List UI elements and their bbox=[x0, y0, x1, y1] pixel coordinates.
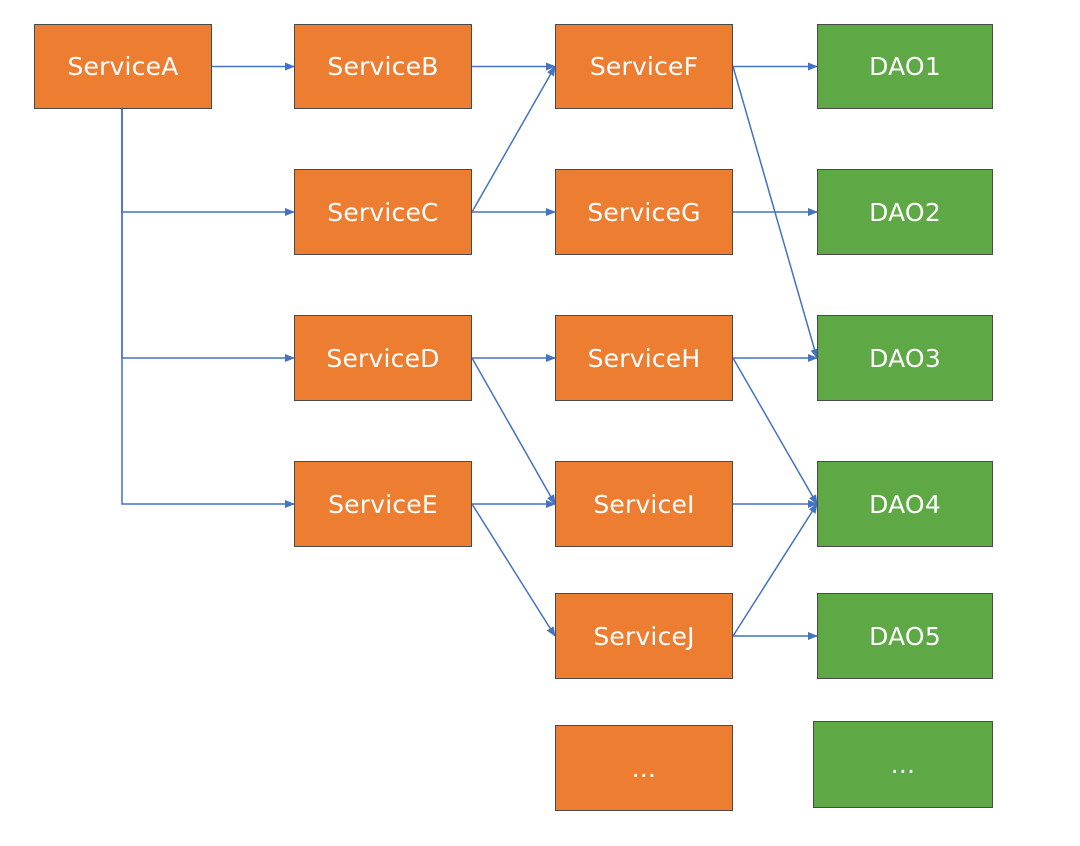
edge-serviceH-to-dao4 bbox=[732, 357, 818, 505]
edge-serviceJ-to-dao4 bbox=[732, 503, 818, 637]
edge-serviceE-to-serviceJ bbox=[471, 503, 556, 637]
dao-more-node: ... bbox=[813, 721, 993, 808]
edge-serviceA-to-serviceE bbox=[121, 109, 295, 508]
service-more-node: ... bbox=[555, 725, 733, 811]
dao3-node: DAO3 bbox=[817, 315, 993, 401]
service-j-node: ServiceJ bbox=[555, 593, 733, 679]
service-g-node: ServiceG bbox=[555, 169, 733, 255]
service-e-node: ServiceE bbox=[294, 461, 472, 547]
service-i-node: ServiceI bbox=[555, 461, 733, 547]
service-a-node: ServiceA bbox=[34, 24, 212, 109]
service-f-node: ServiceF bbox=[555, 24, 733, 109]
service-b-node: ServiceB bbox=[294, 24, 472, 109]
edge-serviceC-to-serviceF bbox=[471, 65, 556, 213]
service-d-node: ServiceD bbox=[294, 315, 472, 401]
dao2-node: DAO2 bbox=[817, 169, 993, 255]
dao4-node: DAO4 bbox=[817, 461, 993, 547]
service-c-node: ServiceC bbox=[294, 169, 472, 255]
edge-serviceD-to-serviceI bbox=[471, 357, 556, 505]
dao5-node: DAO5 bbox=[817, 593, 993, 679]
edge-serviceA-to-serviceC bbox=[121, 109, 295, 216]
service-h-node: ServiceH bbox=[555, 315, 733, 401]
edge-serviceA-to-serviceD bbox=[121, 109, 295, 362]
dao1-node: DAO1 bbox=[817, 24, 993, 109]
